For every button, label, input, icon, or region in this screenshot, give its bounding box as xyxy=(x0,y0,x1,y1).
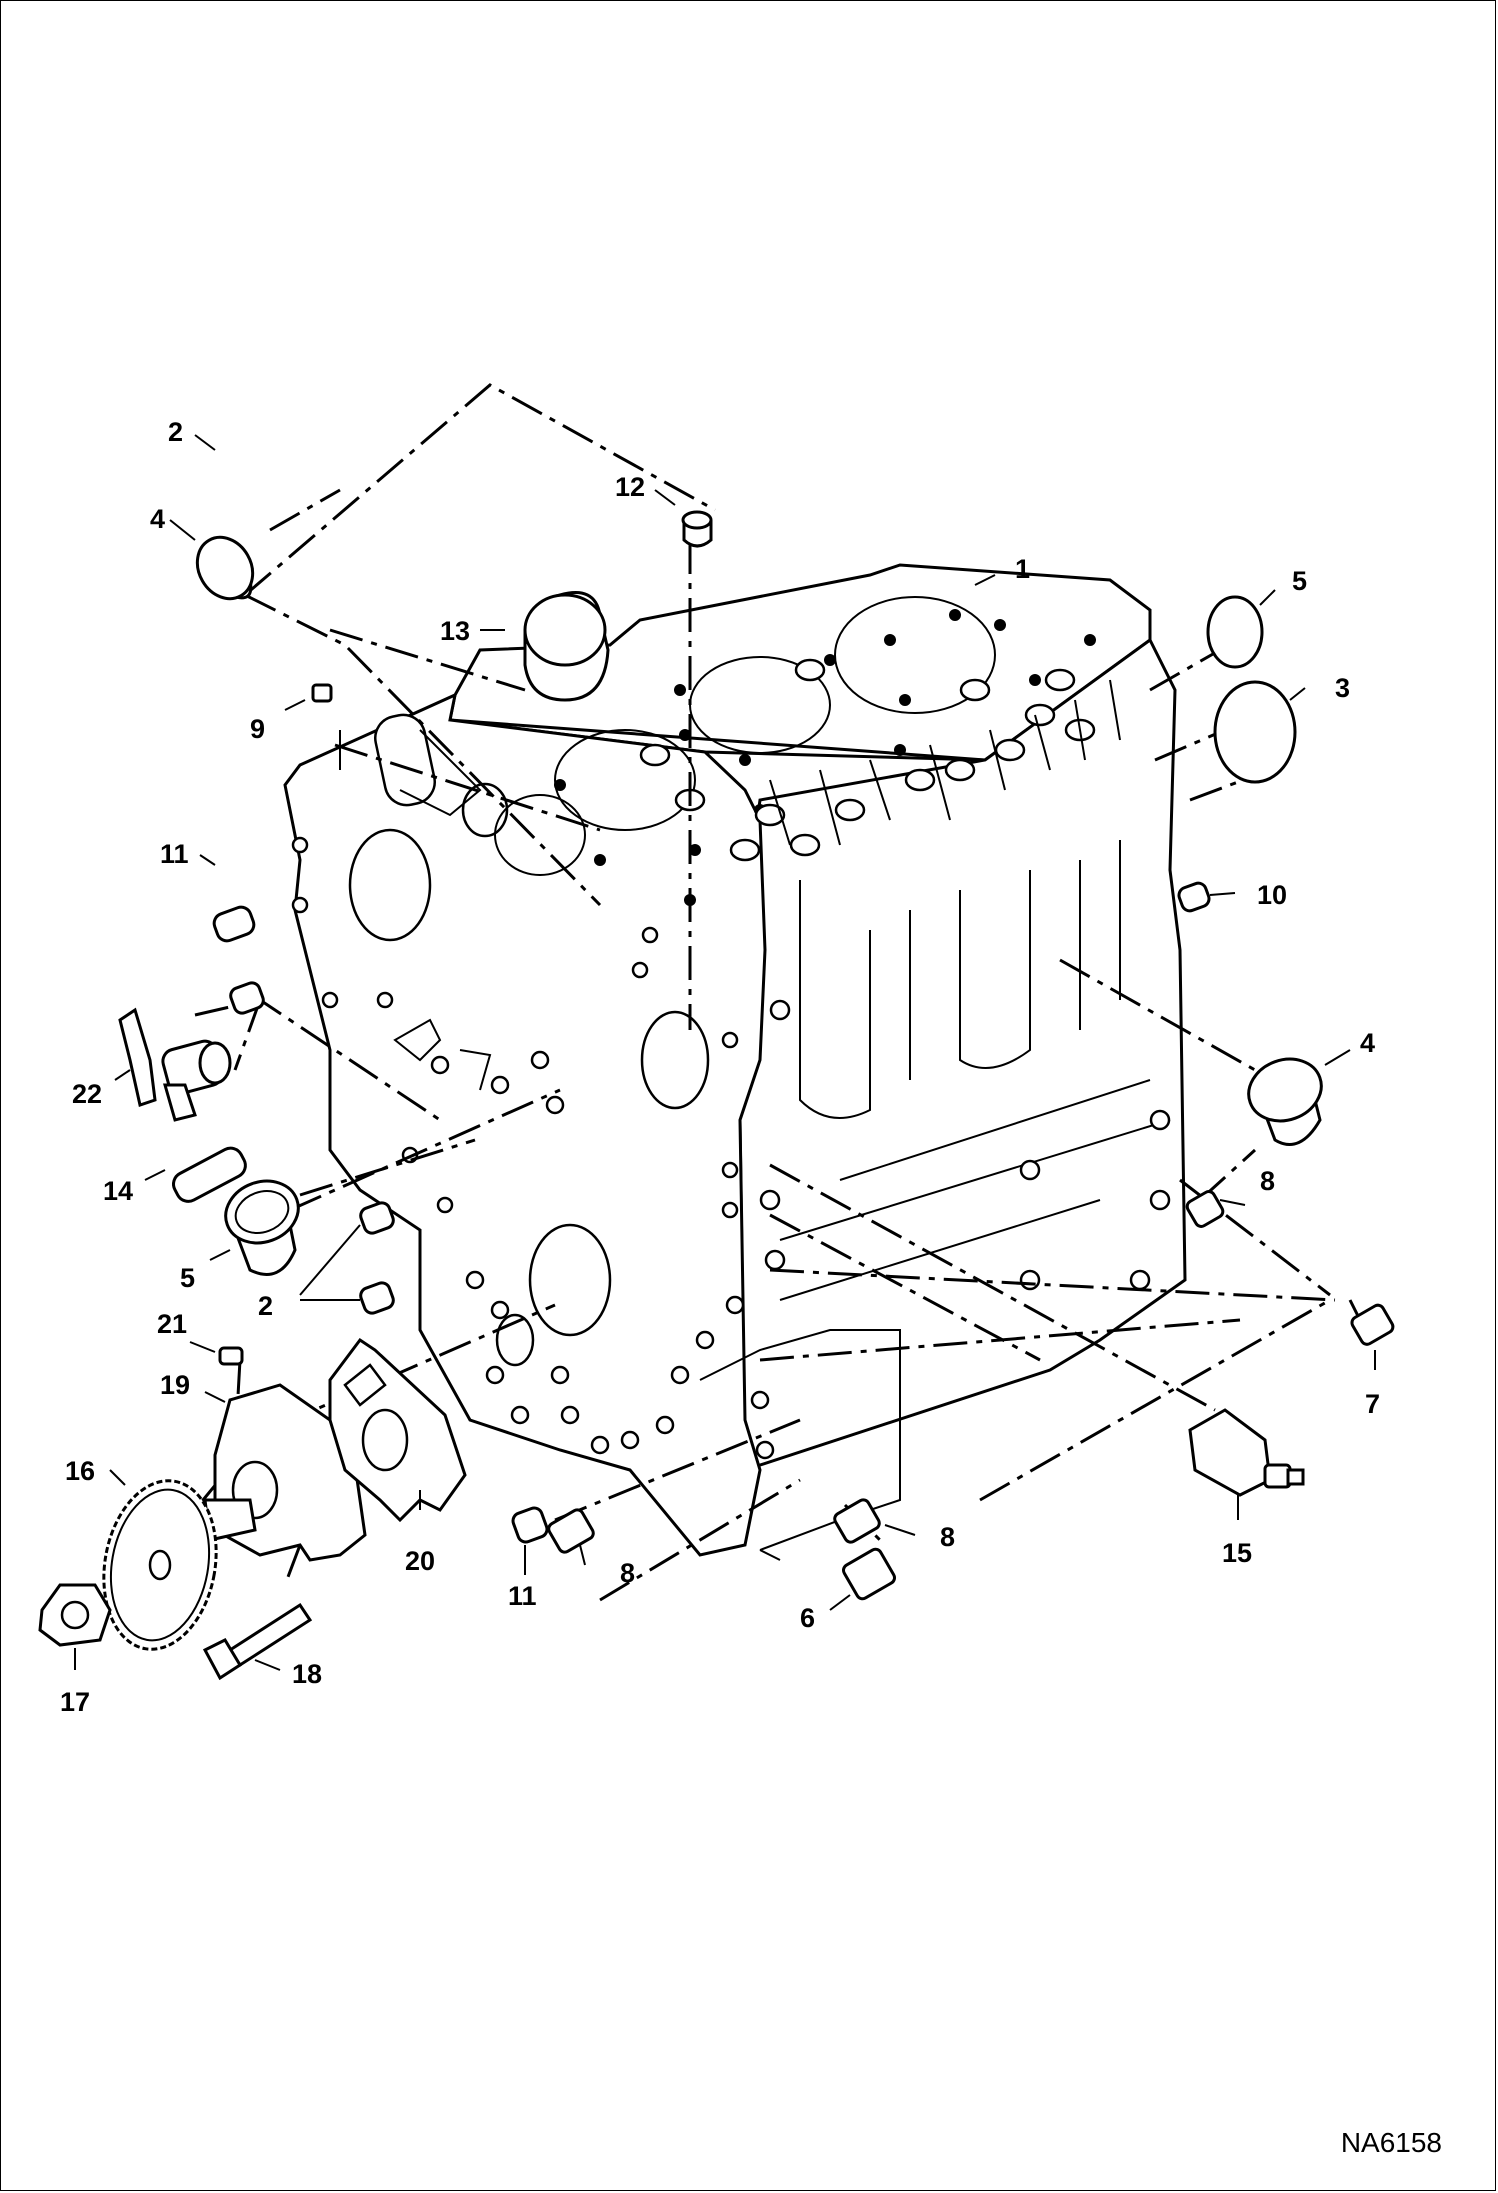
callout-4-b: 4 xyxy=(1360,1028,1375,1058)
deck-holes xyxy=(554,609,1096,906)
part-10-dowel xyxy=(1177,881,1211,913)
part-21-key xyxy=(218,1346,244,1366)
callout-9: 9 xyxy=(250,714,265,744)
callout-4-a: 4 xyxy=(150,504,165,534)
part-18-bolt xyxy=(202,1602,313,1681)
part-5-seal-b xyxy=(224,1179,300,1276)
callout-14: 14 xyxy=(103,1176,133,1206)
callout-6: 6 xyxy=(800,1603,815,1633)
cylinder-block xyxy=(283,563,1187,1561)
callout-19: 19 xyxy=(160,1370,190,1400)
callout-15: 15 xyxy=(1222,1538,1252,1568)
callout-1: 1 xyxy=(1015,554,1030,584)
part-7-plug xyxy=(1350,1303,1395,1346)
callout-8-a: 8 xyxy=(1260,1166,1275,1196)
callout-5-b: 5 xyxy=(180,1263,195,1293)
callout-labels: 1 2 2 3 4 4 5 5 6 7 8 8 8 9 10 11 11 12 … xyxy=(60,417,1380,1717)
callout-16: 16 xyxy=(65,1456,95,1486)
part-17-nut xyxy=(38,1583,112,1647)
part-4-seal-b xyxy=(1247,1057,1323,1146)
loose-parts xyxy=(38,510,1395,1681)
part-12-dowel xyxy=(681,510,713,548)
part-3-plug xyxy=(1213,680,1297,784)
front-face-openings xyxy=(291,713,1171,1460)
callout-18: 18 xyxy=(292,1659,322,1689)
callout-13: 13 xyxy=(440,616,470,646)
part-16-gear xyxy=(102,1479,218,1651)
part-8-plug-a xyxy=(1185,1190,1225,1228)
part-4-plug-a xyxy=(195,535,255,601)
part-15-pressure-switch xyxy=(1188,1408,1305,1497)
callout-22: 22 xyxy=(72,1079,102,1109)
callout-7: 7 xyxy=(1365,1389,1380,1419)
callout-2-a: 2 xyxy=(258,1291,273,1321)
part-2-dowel-a xyxy=(229,981,265,1015)
part-6-plug xyxy=(842,1547,896,1601)
callout-17: 17 xyxy=(60,1687,90,1717)
part-2-dowel-b xyxy=(359,1201,395,1235)
part-8-plug-c xyxy=(833,1498,881,1544)
part-19-oil-pump xyxy=(203,1383,367,1562)
leader-lines xyxy=(74,434,1376,1671)
part-8-plug-b xyxy=(547,1508,595,1554)
part-22-sensor xyxy=(118,1007,232,1122)
callout-8-c: 8 xyxy=(940,1522,955,1552)
callout-11-b: 11 xyxy=(508,1581,537,1611)
figure-code: NA6158 xyxy=(1340,2127,1442,2158)
callout-5-a: 5 xyxy=(1292,566,1307,596)
callout-21: 21 xyxy=(157,1309,187,1339)
callout-10: 10 xyxy=(1257,880,1287,910)
callout-20: 20 xyxy=(405,1546,435,1576)
part-20-gasket xyxy=(328,1337,467,1523)
callout-12: 12 xyxy=(615,472,645,502)
part-2-dowel-c xyxy=(359,1281,395,1315)
part-9-plug xyxy=(311,683,333,703)
callout-8-b: 8 xyxy=(620,1558,635,1588)
part-5-plug-a xyxy=(1206,595,1264,669)
part-13-plug xyxy=(523,591,610,702)
callout-2-b: 2 xyxy=(168,417,183,447)
callout-11-a: 11 xyxy=(160,839,189,869)
part-11-dowel-a xyxy=(212,905,256,943)
part-14-pin xyxy=(172,1146,247,1203)
callout-3: 3 xyxy=(1335,673,1350,703)
part-11-dowel-b xyxy=(511,1506,549,1544)
